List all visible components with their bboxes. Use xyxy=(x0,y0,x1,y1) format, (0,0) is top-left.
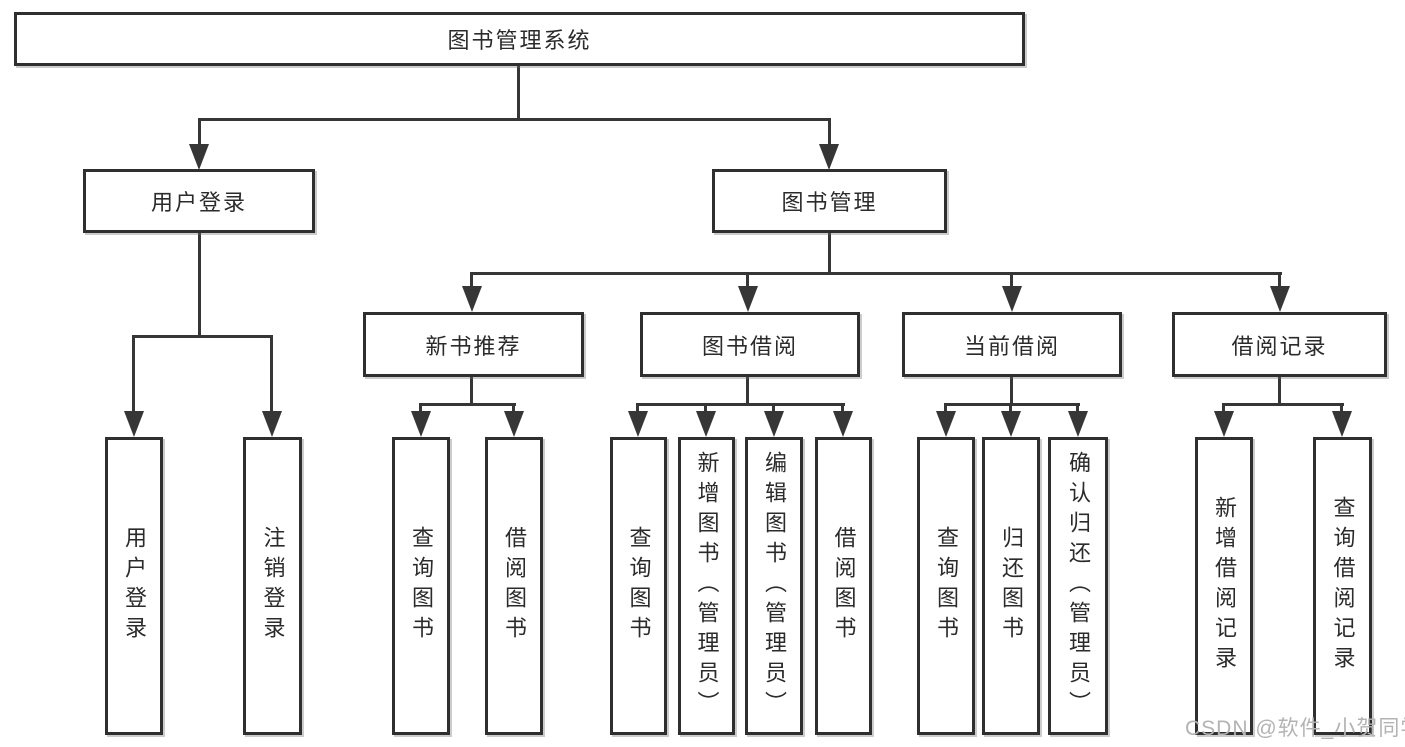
leaf-label: 新增借阅记录 xyxy=(1212,496,1237,676)
connector-drop-leaf xyxy=(512,403,515,415)
leaf-borrow-books: 借阅图书 xyxy=(485,437,543,735)
connector-user-login-hline xyxy=(132,335,273,338)
leaf-query-borrow-record: 查询借阅记录 xyxy=(1313,437,1372,735)
leaf-label: 查询图书 xyxy=(934,526,959,646)
connector-drop-leaf xyxy=(704,403,707,415)
leaf-label: 新增图书（管理员） xyxy=(694,451,720,721)
connector-drop-section xyxy=(746,272,749,288)
connector-drop-leaf xyxy=(419,403,422,415)
connector-section-stem xyxy=(746,377,749,405)
leaf-logout: 注销登录 xyxy=(243,437,302,735)
node-root: 图书管理系统 xyxy=(14,12,1025,66)
arrow-down-icon xyxy=(262,411,282,437)
connector-drop-leaf xyxy=(270,335,273,413)
node-label: 图书管理 xyxy=(781,190,878,215)
leaf-query-books: 查询图书 xyxy=(610,437,667,735)
leaf-label: 借阅图书 xyxy=(831,526,857,646)
arrow-down-icon xyxy=(189,144,209,170)
leaf-query-books: 查询图书 xyxy=(392,437,450,735)
arrow-down-icon xyxy=(1332,411,1352,437)
connector-drop-section xyxy=(470,272,473,288)
connector-drop-leaf xyxy=(772,403,775,415)
leaf-query-books: 查询图书 xyxy=(917,437,975,735)
connector-drop-leaf xyxy=(132,335,135,413)
connector-drop-leaf xyxy=(636,403,639,415)
arrow-down-icon xyxy=(833,411,853,437)
arrow-down-icon xyxy=(628,411,648,437)
arrow-down-icon xyxy=(696,411,716,437)
leaf-user-login: 用户登录 xyxy=(105,437,163,735)
connector-level2-hline xyxy=(470,272,1282,275)
node-user-login: 用户登录 xyxy=(83,169,315,233)
arrow-down-icon xyxy=(1068,411,1088,437)
connector-section-stem xyxy=(1278,377,1281,405)
leaf-label: 查询借阅记录 xyxy=(1330,496,1356,676)
arrow-down-icon xyxy=(462,286,482,312)
connector-section-hline xyxy=(419,403,516,406)
leaf-add-book-admin: 新增图书（管理员） xyxy=(678,437,735,735)
arrow-down-icon xyxy=(1001,411,1021,437)
connector-level1-hline xyxy=(198,118,831,121)
connector-section-stem xyxy=(1010,377,1013,405)
csdn-watermark: CSDN @软件_小贺同学 xyxy=(1185,717,1405,740)
leaf-label: 用户登录 xyxy=(122,526,147,646)
arrow-down-icon xyxy=(1002,286,1022,312)
node-label: 新书推荐 xyxy=(425,333,522,359)
connector-section-hline xyxy=(636,403,845,406)
node-book-management: 图书管理 xyxy=(712,169,947,233)
node-label: 用户登录 xyxy=(150,190,247,215)
connector-section-hline xyxy=(1222,403,1344,406)
leaf-label: 确认归还（管理员） xyxy=(1066,451,1091,721)
leaf-label: 注销登录 xyxy=(260,526,286,646)
leaf-label: 归还图书 xyxy=(999,526,1024,646)
connector-drop-leaf xyxy=(1076,403,1079,415)
connector-user-login-stem xyxy=(198,232,201,337)
arrow-down-icon xyxy=(124,411,144,437)
node-book-borrow: 图书借阅 xyxy=(640,312,860,377)
arrow-down-icon xyxy=(1214,411,1234,437)
connector-drop-section xyxy=(1278,272,1281,288)
arrow-down-icon xyxy=(819,144,839,170)
arrow-down-icon xyxy=(738,286,758,312)
leaf-confirm-return-admin: 确认归还（管理员） xyxy=(1048,437,1108,735)
arrow-down-icon xyxy=(936,411,956,437)
connector-book-management-stem xyxy=(828,233,831,275)
connector-section-hline xyxy=(944,403,1080,406)
leaf-edit-book-admin: 编辑图书（管理员） xyxy=(745,437,803,735)
leaf-return-book: 归还图书 xyxy=(982,437,1040,735)
leaf-borrow-books: 借阅图书 xyxy=(815,437,872,735)
arrow-down-icon xyxy=(764,411,784,437)
leaf-label: 编辑图书（管理员） xyxy=(762,451,787,721)
connector-drop-leaf xyxy=(944,403,947,415)
arrow-down-icon xyxy=(1270,286,1290,312)
arrow-down-icon xyxy=(504,411,524,437)
leaf-label: 查询图书 xyxy=(626,526,652,646)
connector-drop-leaf xyxy=(841,403,844,415)
connector-drop-user-login xyxy=(198,118,201,147)
connector-drop-leaf xyxy=(1009,403,1012,415)
leaf-add-borrow-record: 新增借阅记录 xyxy=(1195,437,1253,735)
connector-drop-section xyxy=(1010,272,1013,288)
node-label: 借阅记录 xyxy=(1231,333,1328,359)
leaf-label: 查询图书 xyxy=(409,526,434,646)
connector-drop-leaf xyxy=(1222,403,1225,415)
node-root-label: 图书管理系统 xyxy=(447,28,592,53)
connector-root-stem xyxy=(517,65,520,121)
node-label: 图书借阅 xyxy=(701,333,798,359)
connector-drop-book-management xyxy=(828,118,831,147)
node-current-borrow: 当前借阅 xyxy=(902,312,1122,377)
arrow-down-icon xyxy=(411,411,431,437)
node-label: 当前借阅 xyxy=(963,333,1060,359)
node-new-book-recommend: 新书推荐 xyxy=(363,312,584,377)
connector-section-stem xyxy=(470,377,473,405)
leaf-label: 借阅图书 xyxy=(502,526,527,646)
connector-drop-leaf xyxy=(1340,403,1343,415)
node-borrow-records: 借阅记录 xyxy=(1172,312,1387,377)
